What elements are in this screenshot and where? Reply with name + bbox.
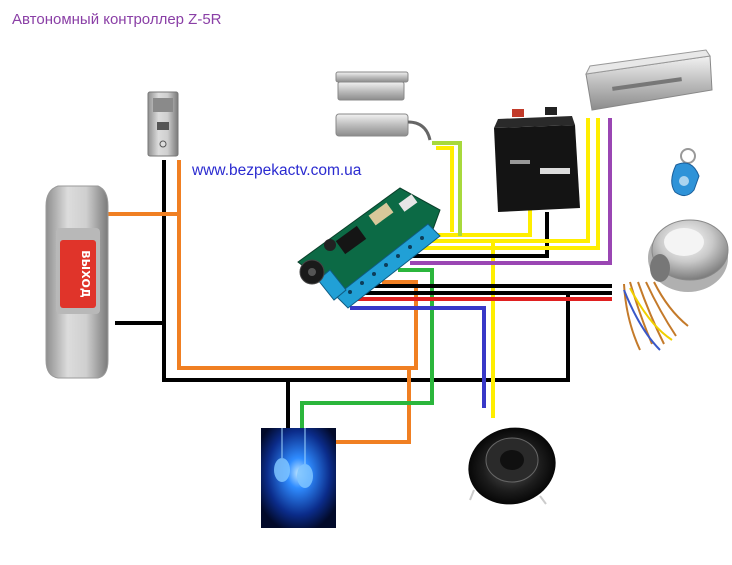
wire-yellow-lock-1 [420,118,600,250]
exit-button: ВЫХОД [45,185,109,379]
exit-button-label: ВЫХОД [79,250,92,298]
z5r-controller [297,187,441,309]
diagram-title: Автономный контроллер Z-5R [12,11,222,28]
touch-memory-reader [623,219,729,351]
rfid-keyfob [671,148,700,196]
wire-green-led [300,268,434,432]
reed-switch [335,71,432,141]
buzzer-speaker [468,427,556,505]
website-url: www.bezpekactv.com.ua [192,162,362,179]
intercom-panel [147,91,179,157]
wire-black-lock [412,212,549,258]
wire-orange-controller [382,280,418,368]
led-indicator [261,428,336,528]
wire-orange-intercom [177,160,418,370]
wire-blue-buzzer [350,306,486,408]
wire-yellow-lock-2 [425,118,590,243]
wire-yellow-reed [436,146,454,232]
electromagnetic-lock [585,49,713,111]
wire-lightgreen-reed [432,141,462,236]
terminal-block [317,223,441,309]
wire-black-loop [162,160,570,382]
battery [494,107,580,212]
wire-yellow-battery [430,206,532,237]
wire-purple-lock [410,118,612,265]
